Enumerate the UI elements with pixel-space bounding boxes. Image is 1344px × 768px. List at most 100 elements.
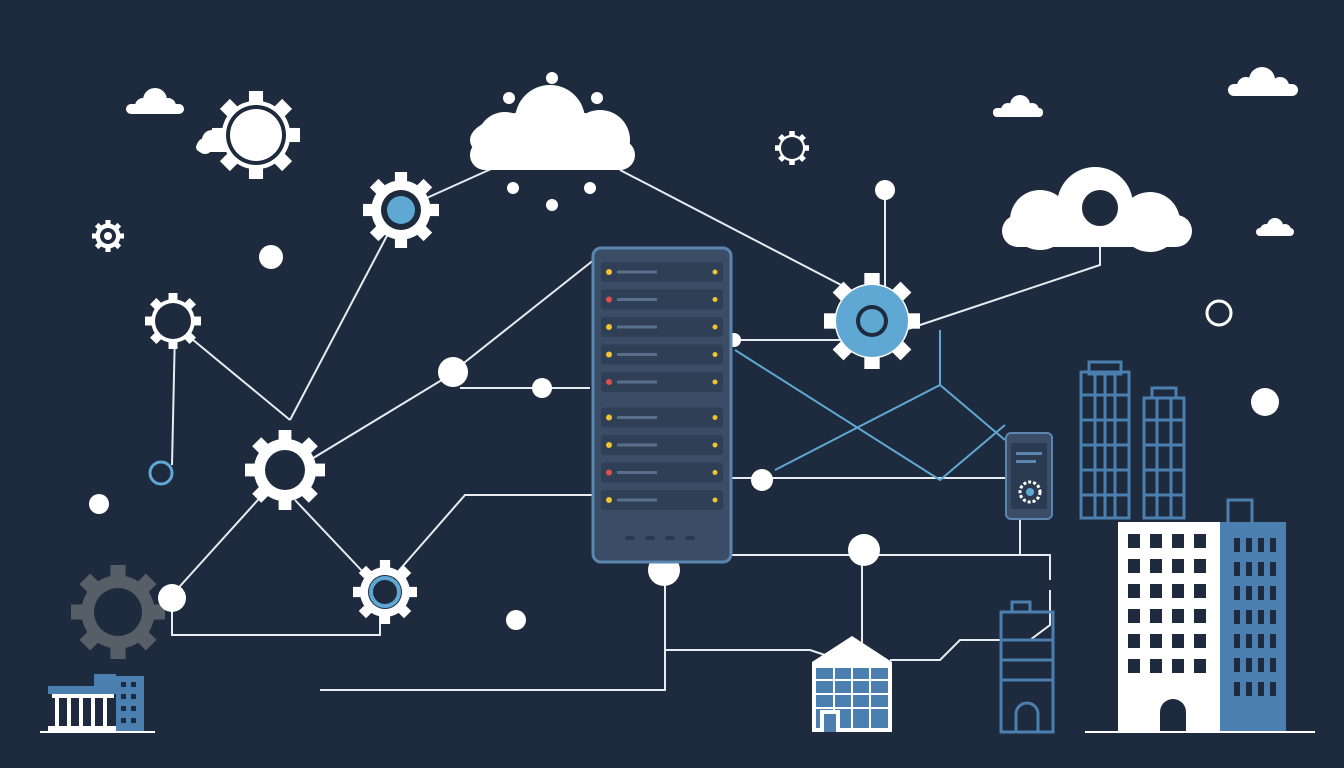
smartphone-icon — [1005, 432, 1053, 520]
server-unit — [601, 344, 723, 365]
window — [1194, 659, 1206, 673]
window — [1270, 538, 1276, 552]
window — [1128, 584, 1140, 598]
cloud-icon — [470, 85, 635, 170]
government-building-icon — [40, 674, 155, 733]
cloud-node-icon — [1078, 186, 1122, 230]
window — [1150, 584, 1162, 598]
status-led-icon — [606, 379, 612, 385]
window — [1270, 682, 1276, 696]
server-footer — [625, 536, 695, 540]
window — [1258, 562, 1264, 576]
window — [1194, 634, 1206, 648]
window — [1270, 610, 1276, 624]
status-led-icon — [712, 442, 718, 448]
window — [1128, 634, 1140, 648]
gear-icon — [145, 293, 201, 349]
status-led-icon — [606, 442, 612, 448]
window — [1172, 584, 1184, 598]
server-label-bar — [617, 498, 657, 502]
window — [1172, 659, 1184, 673]
window — [1246, 562, 1252, 576]
cloud-icon — [1256, 218, 1294, 236]
window — [1150, 559, 1162, 573]
window — [1150, 634, 1162, 648]
window — [1172, 609, 1184, 623]
window — [1128, 609, 1140, 623]
server-label-bar — [617, 325, 657, 329]
window — [1258, 586, 1264, 600]
office-building-icon — [1142, 386, 1186, 520]
status-led-icon — [606, 269, 612, 275]
status-led-icon — [606, 324, 612, 330]
status-led-icon — [606, 351, 612, 358]
window — [1246, 610, 1252, 624]
server-unit — [601, 462, 723, 483]
status-led-icon — [712, 297, 718, 302]
window — [1246, 586, 1252, 600]
office-building-icon — [1085, 498, 1315, 733]
window — [1194, 609, 1206, 623]
cloud-icon — [126, 88, 184, 114]
server-units — [601, 262, 723, 510]
office-building-icon — [1079, 360, 1131, 520]
window — [1246, 634, 1252, 648]
status-led-icon — [712, 269, 718, 275]
connection-lines-blue — [734, 330, 1006, 482]
server-unit — [601, 289, 723, 310]
server-label-bar — [617, 270, 657, 274]
window — [1258, 658, 1264, 672]
window — [1258, 682, 1264, 696]
window — [1234, 538, 1240, 552]
window — [1194, 534, 1206, 548]
window — [1150, 534, 1162, 548]
window — [1172, 534, 1184, 548]
factory-icon — [812, 636, 892, 732]
gear-icon — [245, 430, 325, 510]
window — [1128, 534, 1140, 548]
window — [1270, 562, 1276, 576]
server-unit — [601, 372, 723, 392]
window — [1246, 682, 1252, 696]
status-led-icon — [606, 414, 612, 421]
status-led-icon — [712, 379, 718, 385]
status-led-icon — [712, 415, 718, 420]
status-led-icon — [712, 352, 718, 357]
gear-icon — [363, 172, 439, 248]
gear-icon — [71, 565, 165, 659]
window — [1234, 658, 1240, 672]
server-unit — [601, 407, 723, 428]
window — [1150, 659, 1162, 673]
gear-icon — [775, 131, 809, 165]
gear-icon — [353, 560, 417, 624]
server-label-bar — [617, 353, 657, 356]
window — [1172, 634, 1184, 648]
window — [1194, 584, 1206, 598]
connection-lines — [171, 164, 1101, 691]
server-unit — [601, 317, 723, 337]
window — [1234, 562, 1240, 576]
cloud-icon — [993, 95, 1043, 117]
status-led-icon — [606, 296, 612, 303]
window — [1234, 586, 1240, 600]
cloud-dots — [503, 72, 603, 211]
window — [1258, 610, 1264, 624]
server-label-bar — [617, 416, 657, 419]
status-led-icon — [712, 497, 718, 503]
window — [1246, 538, 1252, 552]
status-led-icon — [606, 497, 612, 503]
gear-icon — [824, 273, 920, 369]
server-rack-icon — [591, 246, 733, 564]
window — [1234, 634, 1240, 648]
window — [1128, 559, 1140, 573]
office-building-icon — [999, 600, 1055, 734]
window — [1258, 538, 1264, 552]
server-label-bar — [617, 298, 657, 301]
window — [1234, 682, 1240, 696]
server-unit — [601, 490, 723, 510]
server-label-bar — [617, 471, 657, 474]
status-led-icon — [606, 469, 612, 476]
window — [1172, 559, 1184, 573]
status-led-icon — [712, 470, 718, 475]
